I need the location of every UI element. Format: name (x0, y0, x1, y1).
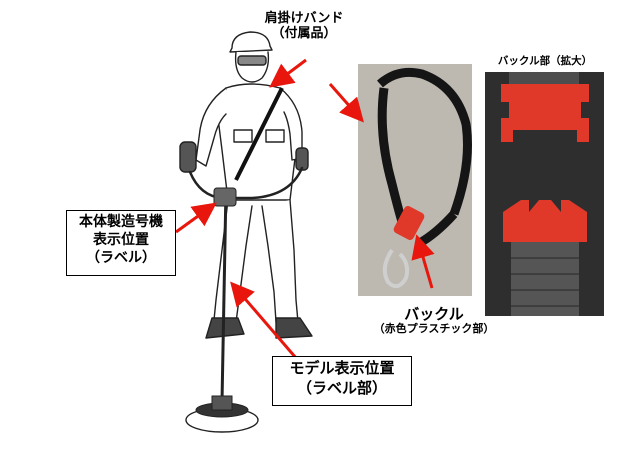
buckle-zoom-photo (485, 72, 604, 316)
model-position-title: モデル表示位置 (289, 359, 395, 377)
serial-position-line3: （ラベル） (86, 250, 156, 267)
handlebar (188, 166, 304, 200)
right-boot (275, 317, 313, 339)
webbing-bottom (511, 242, 579, 316)
main-shaft (220, 187, 228, 403)
arrow-to-buckle (411, 234, 435, 289)
buckle-red-part (393, 206, 425, 240)
shoulder-band-title: 肩掛けバンド (264, 11, 344, 26)
serial-position-label: 本体製造号機 表示位置 （ラベル） (66, 210, 176, 276)
goggles (237, 55, 267, 66)
buckle-note: （赤色プラスチック部） (373, 322, 495, 336)
left-grip (179, 141, 197, 173)
arrow-to-serial-label (175, 202, 217, 234)
left-arm (195, 87, 227, 167)
model-position-note: （ラベル部） (296, 378, 387, 397)
snap-hook (382, 248, 410, 289)
arrow-to-model-label (230, 281, 298, 359)
buckle-zoom-art (485, 72, 604, 316)
strap-loop (377, 67, 472, 216)
cutting-head (185, 395, 259, 433)
left-boot (205, 317, 245, 339)
serial-position-line2: 表示位置 (93, 232, 149, 249)
arrow-to-strap (269, 58, 307, 88)
serial-position-line1: 本体製造号機 (79, 214, 163, 230)
model-position-label: モデル表示位置 （ラベル部） (272, 356, 412, 406)
buckle-label: バックル （赤色プラスチック部） (366, 305, 502, 336)
shoulder-band-label: 肩掛けバンド （付属品） (246, 11, 362, 42)
shoulder-strap-drawn (234, 87, 284, 181)
arrow-to-strap-photo (328, 83, 364, 123)
buckle-male (503, 200, 587, 242)
buckle-female (501, 84, 589, 142)
webbing-top (509, 72, 579, 86)
shaft-housing (213, 187, 237, 207)
buckle-title: バックル (404, 305, 464, 323)
shoulder-band-note: （付属品） (271, 25, 337, 41)
cap (229, 31, 273, 53)
buckle-zoom-title: バックル部（拡大） (497, 55, 593, 67)
